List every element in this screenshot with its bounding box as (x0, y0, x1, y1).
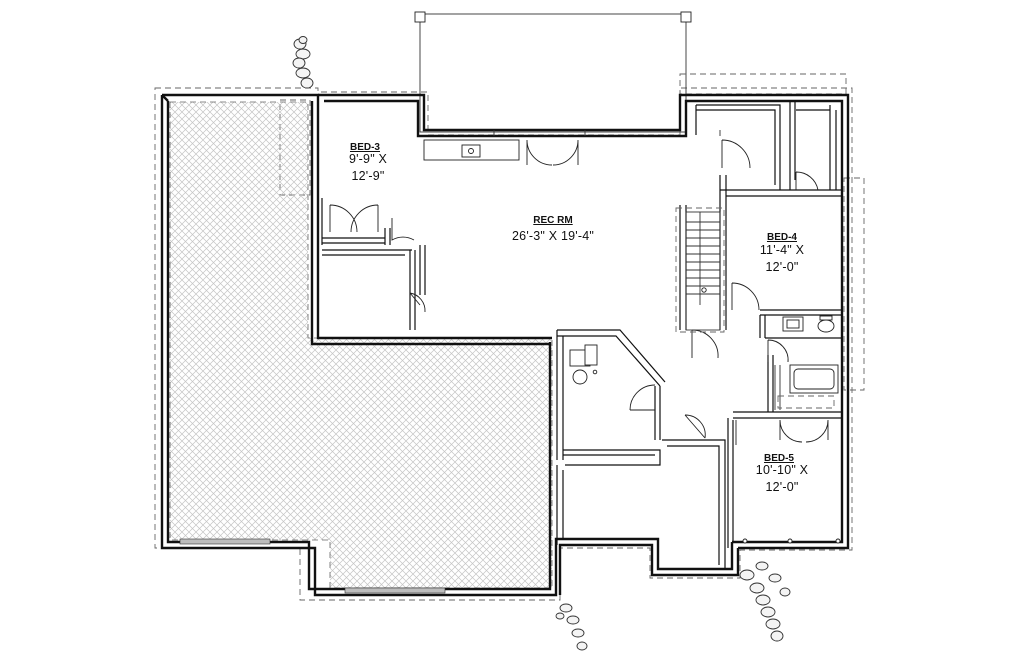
window-marks (493, 130, 841, 544)
room-size-bed-3-length: 12'-9" (351, 169, 384, 183)
exterior-walls (160, 93, 850, 597)
room-name-bed-5: BED-5 (764, 453, 794, 464)
room-label-rec-rm: REC RM 26'-3" X 19'-4" (512, 215, 594, 243)
room-size-bed-4-width: 11'-4" X (760, 243, 805, 257)
doors (329, 139, 829, 445)
room-size-bed-3-width: 9'-9" X (349, 152, 388, 166)
landscape-shrubs-bottom (739, 561, 791, 642)
room-label-bed-4: BED-4 11'-4" X 12'-0" (760, 232, 805, 274)
landscape-shrubs-bottom-center (555, 603, 588, 651)
room-size-rec-rm: 26'-3" X 19'-4" (512, 229, 594, 243)
bathroom-fixtures (774, 315, 839, 410)
covered-patio (279, 11, 865, 391)
room-size-bed-5-width: 10'-10" X (756, 463, 809, 477)
room-size-bed-4-length: 12'-0" (765, 260, 798, 274)
stairs (675, 207, 725, 333)
room-size-bed-5-length: 12'-0" (765, 480, 798, 494)
wet-bar (423, 139, 520, 161)
room-name-bed-3: BED-3 (350, 142, 380, 153)
room-name-bed-4: BED-4 (767, 232, 797, 243)
landscape-shrubs-top (292, 36, 314, 89)
mechanical-equipment (569, 344, 598, 385)
interior-walls (321, 101, 842, 570)
room-name-rec-rm: REC RM (533, 215, 572, 226)
foundation-outline (154, 87, 853, 601)
room-label-bed-5: BED-5 10'-10" X 12'-0" (756, 453, 809, 494)
room-label-bed-3: BED-3 9'-9" X 12'-9" (349, 142, 388, 183)
